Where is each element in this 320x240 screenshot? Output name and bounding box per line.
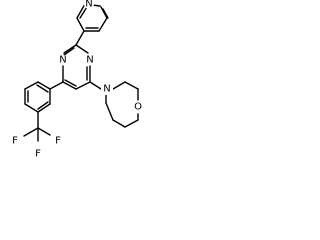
morpholine-bond <box>112 119 126 128</box>
atom-n-morpholine: N <box>103 84 110 95</box>
morpholine-bond <box>124 119 139 128</box>
atom-f2: F <box>35 149 41 160</box>
pyrimidine-phenyl-bond <box>49 81 64 90</box>
pyridine-double-bond-inner <box>79 6 88 19</box>
pyrimidine-bond <box>75 44 89 54</box>
pyrimidine-double-bond-inner <box>63 47 75 56</box>
phenyl-double-bond-inner <box>36 84 49 93</box>
atom-f3: F <box>55 136 61 147</box>
pyridine-bond <box>100 6 108 19</box>
atom-background <box>85 55 95 65</box>
pyridine-bond <box>76 3 86 19</box>
pyrimidine-double-bond-inner <box>64 79 77 87</box>
pyrimidine-ring <box>62 44 91 90</box>
atom-background <box>10 136 20 146</box>
cf3-f-bond <box>37 127 51 136</box>
atom-f1: F <box>12 136 18 147</box>
atom-n-pyridine: N <box>85 0 92 10</box>
atom-n-pyrimidine-left: N <box>59 55 66 66</box>
pyrimidine-bond <box>63 44 77 54</box>
pyridine-bond <box>98 17 108 32</box>
trifluoromethyl-group <box>23 111 51 142</box>
pyrimidine-bond <box>62 81 77 90</box>
atom-background <box>132 101 144 113</box>
pyrimidine-morpholine-bond <box>89 81 102 90</box>
atom-o-morpholine: O <box>134 102 142 113</box>
pyridine-double-bond-inner <box>102 8 109 19</box>
atom-n-pyrimidine-right: N <box>86 55 93 66</box>
cf3-f-bond <box>23 127 39 137</box>
phenyl-bond <box>24 103 39 113</box>
atom-background <box>84 0 94 9</box>
atom-background <box>101 83 113 95</box>
pyridine-pyrimidine-bond <box>75 30 85 46</box>
morpholine-bond <box>105 102 114 121</box>
chemical-structure-diagram: N N N N O F F F <box>10 0 144 160</box>
morpholine-bond <box>112 81 126 90</box>
phenyl-ring <box>24 81 51 113</box>
phenyl-bond <box>37 81 51 90</box>
atom-background <box>33 149 43 159</box>
phenyl-bond <box>24 81 39 90</box>
atom-background <box>53 136 63 146</box>
phenyl-double-bond-inner <box>37 101 49 110</box>
pyridine-ring <box>76 3 109 32</box>
atom-labels: N N N N O F F F <box>10 0 144 160</box>
morpholine-ring <box>105 81 139 128</box>
morpholine-bond <box>124 81 139 90</box>
pyrimidine-bond <box>75 81 91 90</box>
atom-background <box>58 55 68 65</box>
pyridine-bond <box>76 17 85 32</box>
phenyl-bond <box>37 103 51 113</box>
molecule-figure: N N N N O F F F <box>0 0 150 165</box>
